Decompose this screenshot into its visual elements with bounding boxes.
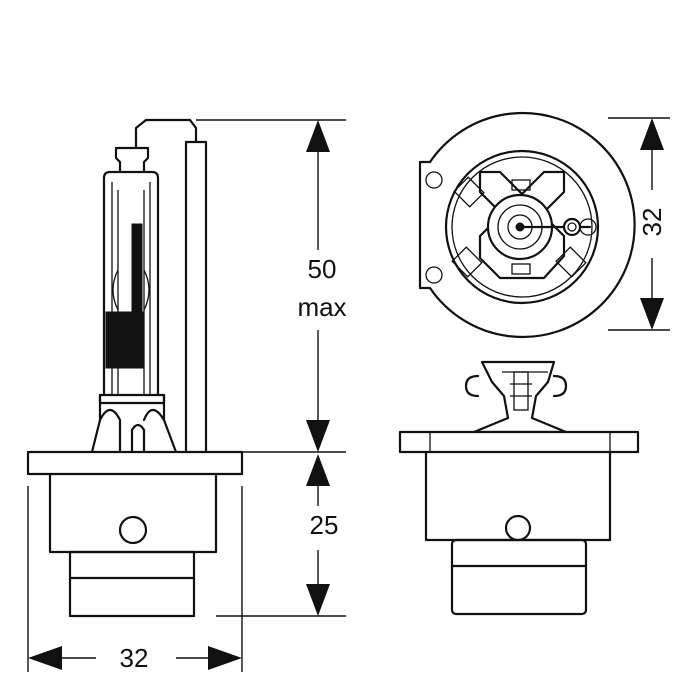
top-view-outer-ring [418, 111, 636, 339]
side-view [26, 118, 244, 618]
dimension-width: 32 [27, 486, 243, 673]
top-view-inner-ring [444, 149, 600, 305]
dimension-diameter: 32 [608, 117, 670, 331]
width-value: 32 [120, 643, 149, 673]
height-top-value: 50 [308, 254, 337, 284]
height-top-qualifier: max [297, 292, 346, 322]
dimension-height-base: 25 [216, 454, 346, 617]
base-pin [118, 515, 148, 545]
burner-tip [114, 146, 150, 174]
top-view [418, 111, 636, 339]
front-view [398, 360, 640, 616]
burner-tube [102, 170, 160, 397]
connector [68, 550, 196, 618]
reference-flange [26, 450, 244, 476]
diameter-value: 32 [637, 208, 667, 237]
front-view-pin [504, 514, 532, 542]
front-view-connector [450, 538, 588, 616]
dimension-height-top: 50 max [196, 119, 347, 453]
front-view-flange [398, 430, 640, 454]
electrode-shield [105, 311, 145, 369]
return-wire [134, 118, 208, 454]
height-base-value: 25 [310, 510, 339, 540]
